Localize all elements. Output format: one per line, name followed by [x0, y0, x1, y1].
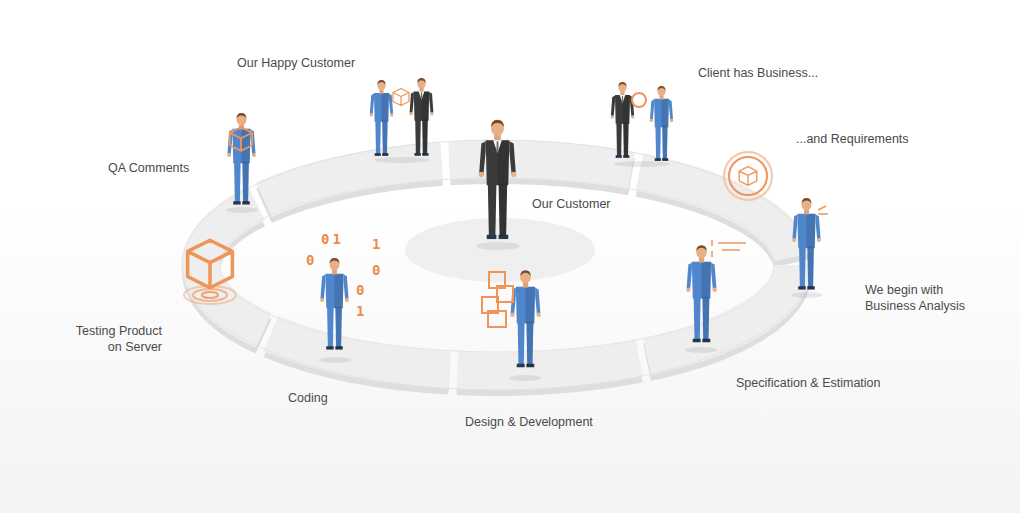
designer-person — [510, 270, 541, 367]
step-label: QA Comments — [108, 160, 189, 176]
step-label: ...and Requirements — [796, 131, 909, 147]
shadow — [614, 161, 670, 167]
analysis-marks — [818, 206, 828, 214]
shadow — [374, 157, 430, 163]
tested-product-cube — [188, 240, 233, 288]
ripple — [202, 292, 218, 298]
ring-outline — [220, 178, 774, 352]
specification-person — [686, 245, 717, 342]
step-label: Specification & Estimation — [736, 375, 881, 391]
binary-digit: 1 — [372, 236, 383, 252]
ripple — [193, 289, 227, 301]
shadow — [509, 375, 541, 381]
step-label: Coding — [288, 390, 328, 406]
requirements-circle — [729, 157, 767, 195]
product-cube — [393, 89, 409, 106]
business-circle — [632, 93, 646, 107]
binary-digit: 0 — [306, 252, 317, 268]
binary-digit: 01 — [321, 231, 344, 247]
binary-digit: 1 — [356, 303, 367, 319]
analyst-person — [792, 198, 821, 290]
shadow — [476, 242, 520, 250]
developer-person — [370, 80, 394, 156]
qa-cube — [230, 127, 252, 151]
figure-shadows — [226, 157, 823, 381]
step-label: Design & Development — [465, 414, 593, 430]
customer-person — [409, 78, 434, 156]
developer-person — [650, 86, 674, 161]
shadow — [319, 357, 351, 363]
design-block — [497, 286, 513, 302]
client-person — [611, 82, 635, 158]
design-blocks — [482, 272, 513, 327]
requirements-halo — [724, 152, 772, 200]
step-label: Our Happy Customer — [237, 55, 355, 71]
step-label: We begin with Business Analysis — [865, 282, 977, 314]
requirements-cube — [739, 167, 757, 186]
our-customer-person — [479, 120, 517, 239]
spec-line — [718, 242, 746, 244]
step-label: Client has Business... — [698, 65, 818, 81]
spec-lines — [712, 240, 746, 257]
binary-digit: 0 — [372, 262, 383, 278]
shadow — [226, 207, 258, 213]
shadow — [791, 292, 823, 298]
step-label: Testing Product on Server — [64, 323, 162, 355]
binary-digit: 0 — [356, 282, 367, 298]
design-block — [488, 311, 506, 327]
shadow — [685, 347, 717, 353]
spec-line — [722, 249, 740, 251]
process-ring — [201, 159, 793, 371]
spec-tick — [711, 251, 713, 257]
spec-tick — [711, 240, 713, 246]
step-label: Our Customer — [532, 196, 611, 212]
coder-person — [320, 258, 349, 350]
qa-person — [227, 113, 256, 205]
